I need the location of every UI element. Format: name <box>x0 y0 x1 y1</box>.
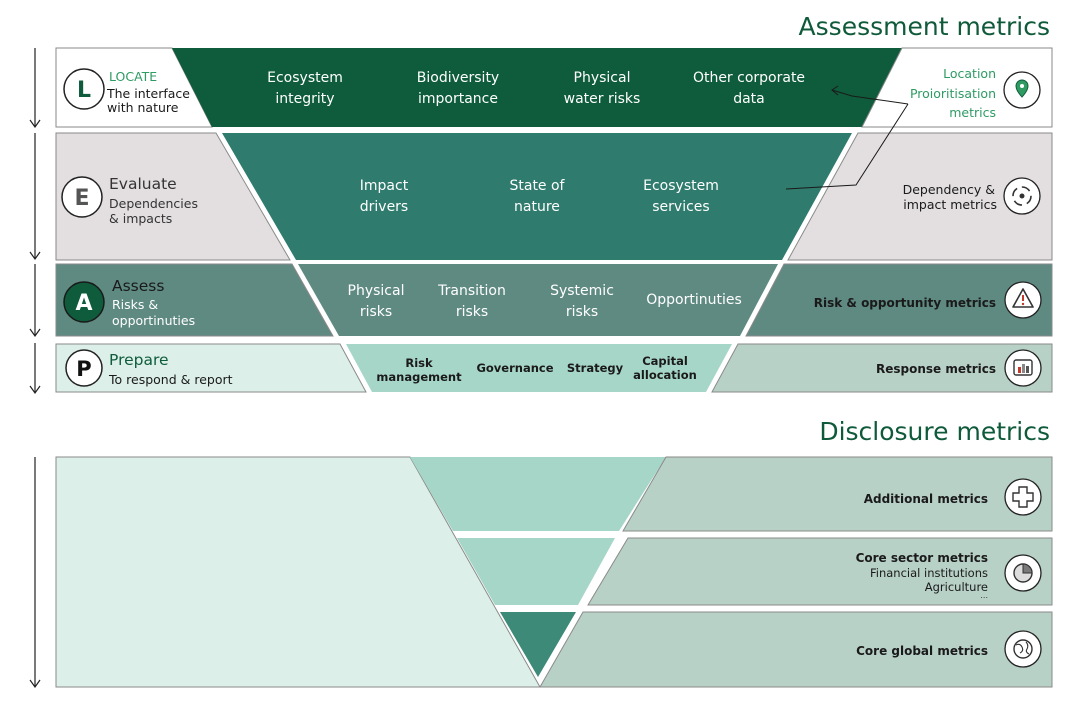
locate-right-panel <box>861 47 1053 128</box>
globe-icon <box>1004 630 1042 668</box>
evaluate-item-1-line1: Impact <box>360 178 409 194</box>
flow-arrows <box>29 48 41 689</box>
disclosure-title: Disclosure metrics <box>819 417 1050 446</box>
pie-icon <box>1004 554 1042 592</box>
evaluate-item-2-line2: nature <box>514 199 560 215</box>
locate-metric-3: metrics <box>949 105 996 120</box>
evaluate-subtitle-1: Dependencies <box>109 196 198 211</box>
assess-subtitle-2: opportinuties <box>112 313 195 328</box>
prepare-letter-badge <box>65 349 103 387</box>
evaluate-item-3-line2: services <box>652 199 709 215</box>
prepare-left-panel <box>55 343 367 393</box>
assess-item-3-line2: risks <box>566 304 598 320</box>
disclosure-right-global <box>539 611 1053 688</box>
evaluate-subtitle-2: & impacts <box>109 211 172 226</box>
prepare-item-4-line2: allocation <box>633 368 697 382</box>
locate-item-1-line1: Ecosystem <box>267 70 343 86</box>
prepare-center-band <box>346 344 732 392</box>
sector-metrics-label: Core sector metrics <box>856 551 988 565</box>
report-chart-icon <box>1004 349 1042 387</box>
locate-item-2-line1: Biodiversity <box>417 70 499 86</box>
additional-metrics-label: Additional metrics <box>864 492 988 506</box>
locate-item-4-line1: Other corporate <box>693 70 805 86</box>
locate-title: LOCATE <box>109 69 157 84</box>
prepare-subtitle-1: To respond & report <box>108 372 233 387</box>
evaluate-letter-badge <box>61 176 103 218</box>
evaluate-metric-1: Dependency & <box>903 182 996 197</box>
prepare-item-3-line1: Strategy <box>567 361 624 375</box>
evaluate-item-1-line2: drivers <box>360 199 408 215</box>
disclosure-right-additional <box>622 456 1053 532</box>
locate-row: L LOCATE The interface with nature Ecosy… <box>55 47 1053 128</box>
assess-center-band <box>298 264 778 336</box>
locate-center-band <box>172 48 902 127</box>
disclosure-band-additional <box>410 457 666 531</box>
assess-letter: A <box>75 291 92 316</box>
evaluate-letter: E <box>74 186 89 211</box>
evaluate-right-panel <box>787 132 1053 261</box>
prepare-title: Prepare <box>109 351 169 369</box>
evaluate-center-band <box>222 133 852 260</box>
locate-subtitle-1: The interface <box>106 86 190 101</box>
connector-bracket <box>785 85 909 190</box>
sector-metrics-sub-1: Financial institutions <box>870 566 988 580</box>
locate-letter: L <box>77 78 91 103</box>
evaluate-item-2-line1: State of <box>509 178 565 194</box>
assess-item-2-line2: risks <box>456 304 488 320</box>
evaluate-item-3-line1: Ecosystem <box>643 178 719 194</box>
prepare-item-4-line1: Capital <box>642 354 688 368</box>
locate-metric-1: Location <box>943 66 996 81</box>
prepare-metric-1: Response metrics <box>876 362 996 376</box>
cycle-icon <box>1003 177 1041 215</box>
disclosure-section: Additional metrics Core sector metrics F… <box>55 456 1053 688</box>
assess-item-1-line1: Physical <box>348 283 405 299</box>
prepare-right-panel <box>711 343 1053 393</box>
assess-item-4-line1: Opportinuties <box>646 292 742 308</box>
evaluate-title: Evaluate <box>109 175 177 193</box>
disclosure-band-global <box>500 612 576 677</box>
warning-icon <box>1004 281 1042 319</box>
sector-metrics-sub-2: Agriculture <box>925 580 988 594</box>
locate-item-2-line2: importance <box>418 91 498 107</box>
assess-right-panel <box>745 263 1053 337</box>
assess-row: A Assess Risks & opportinuties Physical … <box>55 263 1053 337</box>
evaluate-row: E Evaluate Dependencies & impacts Impact… <box>55 132 1053 261</box>
sector-metrics-sub-3: ... <box>980 591 988 600</box>
global-metrics-label: Core global metrics <box>856 644 988 658</box>
locate-item-3-line1: Physical <box>574 70 631 86</box>
prepare-row: P Prepare To respond & report Risk manag… <box>55 343 1053 393</box>
assess-metric-1: Risk & opportunity metrics <box>814 296 996 310</box>
locate-item-4-line2: data <box>733 91 765 107</box>
assess-item-2-line1: Transition <box>437 283 506 299</box>
assess-letter-badge <box>63 281 105 323</box>
evaluate-metric-2: impact metrics <box>903 197 997 212</box>
location-pin-icon <box>1003 71 1041 109</box>
locate-letter-badge <box>63 68 105 110</box>
locate-metric-2: Proioritisation <box>910 86 996 101</box>
locate-subtitle-2: with nature <box>107 100 179 115</box>
evaluate-left-panel <box>55 132 291 261</box>
prepare-item-1-line2: management <box>376 370 462 384</box>
assess-subtitle-1: Risks & <box>112 297 158 312</box>
prepare-letter: P <box>76 357 91 381</box>
locate-item-1-line2: integrity <box>275 91 334 107</box>
assessment-title: Assessment metrics <box>799 12 1050 41</box>
plus-icon <box>1004 478 1042 516</box>
locate-item-3-line2: water risks <box>564 91 641 107</box>
disclosure-right-sector <box>587 537 1053 606</box>
prepare-item-1-line1: Risk <box>405 356 433 370</box>
assess-title: Assess <box>112 277 164 295</box>
prepare-item-2-line1: Governance <box>476 361 553 375</box>
disclosure-band-sector <box>457 538 615 605</box>
assess-item-1-line2: risks <box>360 304 392 320</box>
assess-left-panel <box>55 263 334 337</box>
assess-item-3-line1: Systemic <box>550 283 614 299</box>
